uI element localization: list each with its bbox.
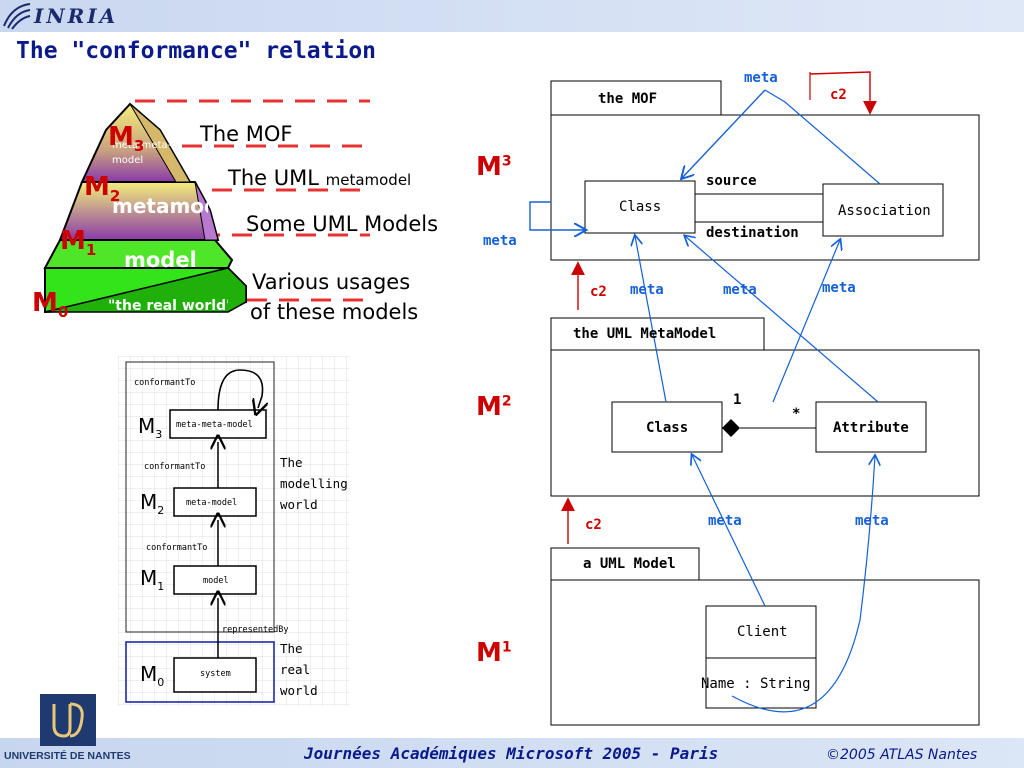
uml-diagram: [529, 71, 980, 726]
pyramid-label-m3: M3: [108, 122, 145, 156]
uml-label-m1: M1: [476, 638, 512, 668]
header-bar: [0, 0, 1024, 32]
m1-name-attribute: Name : String: [701, 676, 811, 692]
meta-label-m1-attr: meta: [855, 513, 889, 529]
inria-logo-icon: [3, 3, 31, 30]
meta-label-left: meta: [483, 233, 517, 249]
m2-attribute-box: Attribute: [833, 420, 909, 436]
sketch-diagram: [118, 356, 350, 706]
package-uml-model: a UML Model: [583, 556, 676, 572]
c2-label-m1: c2: [585, 517, 602, 533]
sketch-m1: M1: [140, 566, 165, 593]
level-dashed-lines: [135, 99, 370, 302]
uml-label-m2: M2: [476, 392, 512, 422]
footer-bar: [0, 738, 1024, 768]
package-uml-metamodel: the UML MetaModel: [573, 326, 717, 342]
sketch-m2: M2: [140, 490, 165, 517]
pyramid-label-m0: M0: [32, 288, 69, 322]
m3-class-box: Class: [619, 199, 662, 215]
sketch-box-m0: system: [200, 669, 231, 679]
sketch-m0: M0: [140, 662, 165, 689]
level-text-usages-2: of these models: [250, 300, 419, 324]
slide-title: The "conformance" relation: [16, 38, 377, 64]
pyramid-inner-m1: model: [124, 248, 197, 272]
university-name: UNIVERSITÉ DE NANTES: [4, 750, 131, 762]
sketch-m3: M3: [138, 414, 163, 441]
c2-label-top: c2: [830, 87, 847, 103]
pyramid-label-m1: M1: [60, 226, 97, 260]
footer-event: Journées Académiques Microsoft 2005 - Pa…: [304, 744, 719, 763]
meta-label-top: meta: [744, 70, 778, 86]
level-text-uml: The UML metamodel: [228, 166, 412, 190]
meta-label-m2-attr: meta: [723, 282, 757, 298]
package-mof: the MOF: [598, 91, 658, 107]
pyramid-label-m2: M2: [84, 172, 121, 206]
sketch-label-arrow-1: conformantTo: [144, 462, 206, 472]
meta-label-m2-class: meta: [630, 282, 664, 298]
m2-mult-one: 1: [733, 392, 742, 408]
footer-copyright: ©2005 ATLAS Nantes: [826, 747, 978, 763]
pyramid-inner-m2: metamodel: [112, 194, 208, 218]
meta-label-m1-client: meta: [708, 513, 742, 529]
sketch-box-m2: meta-model: [186, 498, 238, 508]
m3-source-label: source: [706, 173, 757, 189]
level-text-models: Some UML Models: [246, 212, 439, 236]
m2-class-box: Class: [646, 420, 689, 436]
m3-association-box: Association: [838, 203, 931, 219]
sketch-label-arrow-3: representedBy: [222, 625, 289, 635]
pyramid-inner-m0: "the real world": [108, 298, 228, 314]
sketch-label-arrow-2: conformantTo: [146, 543, 208, 553]
pyramid-inner-m3: meta-meta-model: [112, 140, 172, 166]
meta-label-m2-assoc: meta: [822, 280, 856, 296]
inria-logo-text: INRIA: [34, 4, 119, 28]
sketch-label-self: conformantTo: [134, 378, 196, 388]
sketch-box-m1: model: [203, 576, 229, 586]
university-logo-icon: [40, 694, 96, 746]
m2-mult-many: *: [792, 406, 801, 422]
level-text-mof: The MOF: [200, 122, 293, 146]
m3-destination-label: destination: [706, 225, 799, 241]
pyramid-diagram: [43, 99, 370, 314]
m1-client-box: Client: [737, 624, 788, 640]
level-text-usages-1: Various usages: [252, 270, 411, 294]
uml-label-m3: M3: [476, 152, 512, 182]
sketch-box-m3: meta-meta-model: [176, 420, 253, 430]
c2-label-m2: c2: [590, 284, 607, 300]
